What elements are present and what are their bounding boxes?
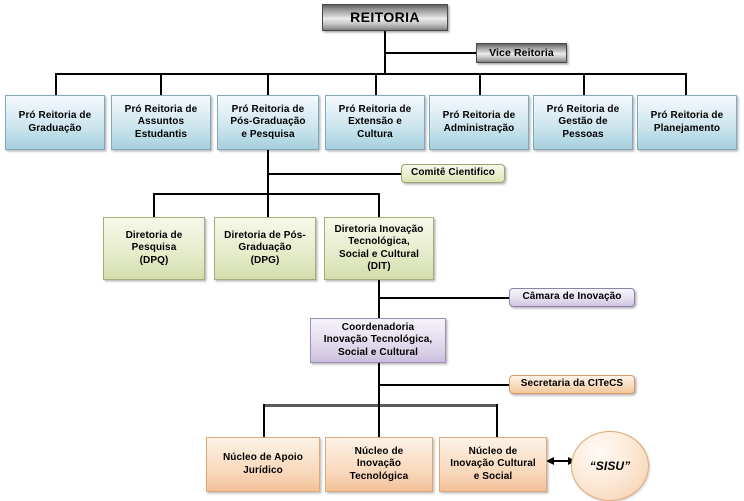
node-line: Pessoas bbox=[562, 128, 604, 140]
node-line: e Social bbox=[473, 470, 513, 482]
node-line: Diretoria Inovação bbox=[334, 223, 424, 235]
node-line: Diretoria de bbox=[125, 229, 183, 241]
node-nucleo-inovacao-cultural-social[interactable]: Núcleo de Inovação Cultural e Social bbox=[439, 437, 547, 492]
connector-drop-planejamento bbox=[685, 73, 687, 96]
node-line: Administração bbox=[443, 122, 515, 134]
connector-drop-nucleo-cultural bbox=[496, 404, 498, 437]
node-line: Tecnológica bbox=[349, 470, 409, 482]
node-line: Pró Reitoria de bbox=[231, 103, 305, 115]
connector-nucleos-bus bbox=[263, 404, 497, 407]
node-line: Tecnológica, bbox=[348, 236, 410, 247]
connector-drop-nucleo-juridico bbox=[263, 404, 265, 437]
connector-drop-dit bbox=[378, 193, 380, 217]
node-vice-reitoria[interactable]: Vice Reitoria bbox=[476, 43, 567, 63]
node-line: Pró Reitoria de bbox=[338, 103, 412, 115]
node-line: Extensão e bbox=[348, 116, 402, 128]
node-line: Cultura bbox=[357, 128, 393, 140]
node-line: Gestão de bbox=[558, 116, 608, 128]
node-line: (DPQ) bbox=[139, 254, 169, 266]
node-line: Pró Reitoria de bbox=[442, 110, 516, 121]
connector-dit-to-coordenadoria bbox=[378, 280, 380, 318]
node-nucleo-inovacao-tecnologica[interactable]: Núcleo de Inovação Tecnológica bbox=[325, 437, 433, 492]
node-line: Inovação Cultural bbox=[450, 458, 536, 470]
connector-pro-reitoria-bus bbox=[55, 73, 686, 75]
connector-drop-administracao bbox=[479, 73, 481, 96]
connector-drop-nucleo-tecnologica bbox=[378, 404, 380, 437]
node-pro-reitoria-planejamento[interactable]: Pró Reitoria de Planejamento bbox=[637, 95, 737, 150]
node-comite-cientifico[interactable]: Comitê Cientifico bbox=[401, 164, 505, 183]
connector-drop-extensao bbox=[375, 73, 377, 96]
node-line: Pós-Graduação bbox=[230, 116, 306, 128]
node-line: Inovação Tecnológica, bbox=[323, 334, 433, 346]
node-sisu[interactable]: “SISU” bbox=[571, 431, 649, 501]
node-line: Estudantis bbox=[134, 128, 188, 140]
node-pro-reitoria-assuntos-estudantis[interactable]: Pró Reitoria de Assuntos Estudantis bbox=[111, 95, 211, 150]
node-line: Pró Reitoria de bbox=[650, 110, 724, 121]
connector-drop-dpq bbox=[153, 193, 155, 217]
node-pro-reitoria-extensao-cultura[interactable]: Pró Reitoria de Extensão e Cultura bbox=[325, 95, 425, 150]
node-line: Pró Reitoria de bbox=[546, 103, 620, 115]
node-line: (DPG) bbox=[250, 254, 280, 266]
node-pro-reitoria-gestao-pessoas[interactable]: Pró Reitoria de Gestão de Pessoas bbox=[533, 95, 633, 150]
node-line: Jurídico bbox=[243, 464, 283, 476]
node-line: (DIT) bbox=[367, 261, 391, 272]
connector-dit-to-camara bbox=[378, 297, 509, 299]
node-nucleo-apoio-juridico[interactable]: Núcleo de Apoio Jurídico bbox=[206, 437, 320, 492]
node-pro-reitoria-administracao[interactable]: Pró Reitoria de Administração bbox=[429, 95, 529, 150]
node-pro-reitoria-graduacao[interactable]: Pró Reitoria de Graduação bbox=[5, 95, 105, 150]
connector-pos-to-comite bbox=[267, 173, 401, 175]
node-line: Social e Cultural bbox=[337, 346, 419, 358]
connector-drop-gestao bbox=[583, 73, 585, 96]
node-line: Graduação bbox=[28, 122, 82, 134]
node-reitoria[interactable]: REITORIA bbox=[322, 4, 448, 31]
connector-coordenadoria-to-secretaria bbox=[378, 384, 509, 386]
node-line: Pesquisa bbox=[131, 242, 177, 254]
node-line: Pró Reitoria de bbox=[18, 110, 92, 121]
node-line: Planejamento bbox=[653, 122, 721, 134]
node-line: Inovação bbox=[356, 458, 402, 470]
connector-drop-assuntos bbox=[160, 73, 162, 96]
connector-diretorias-bus bbox=[153, 193, 379, 195]
node-line: Núcleo de bbox=[468, 445, 518, 457]
connector-drop-graduacao bbox=[55, 73, 57, 96]
connector-pos-trunk bbox=[267, 150, 269, 195]
node-diretoria-pos-graduacao[interactable]: Diretoria de Pós- Graduação (DPG) bbox=[214, 217, 316, 280]
connector-drop-dpg bbox=[267, 193, 269, 217]
node-line: Núcleo de Apoio bbox=[222, 452, 304, 463]
node-diretoria-inovacao-dit[interactable]: Diretoria Inovação Tecnológica, Social e… bbox=[324, 217, 434, 280]
node-pro-reitoria-pos-graduacao-pesquisa[interactable]: Pró Reitoria de Pós-Graduação e Pesquisa bbox=[217, 95, 319, 150]
node-camara-inovacao[interactable]: Câmara de Inovação bbox=[509, 288, 635, 307]
node-line: Graduação bbox=[238, 242, 292, 254]
node-line: Assuntos bbox=[137, 116, 185, 128]
node-line: Pró Reitoria de bbox=[124, 103, 198, 115]
node-secretaria-citecs[interactable]: Secretaria da CITeCS bbox=[509, 375, 635, 394]
node-line: Diretoria de Pós- bbox=[224, 229, 306, 241]
node-line: Núcleo de bbox=[354, 445, 404, 457]
connector-drop-pos bbox=[267, 73, 269, 96]
node-line: e Pesquisa bbox=[241, 128, 295, 140]
connector-reitoria-to-vice bbox=[384, 52, 476, 54]
node-line: Coordenadoria bbox=[341, 321, 415, 333]
node-line: Social e Cultural bbox=[338, 248, 420, 260]
node-diretoria-pesquisa[interactable]: Diretoria de Pesquisa (DPQ) bbox=[103, 217, 205, 280]
node-coordenadoria-citecs[interactable]: Coordenadoria Inovação Tecnológica, Soci… bbox=[310, 318, 446, 363]
